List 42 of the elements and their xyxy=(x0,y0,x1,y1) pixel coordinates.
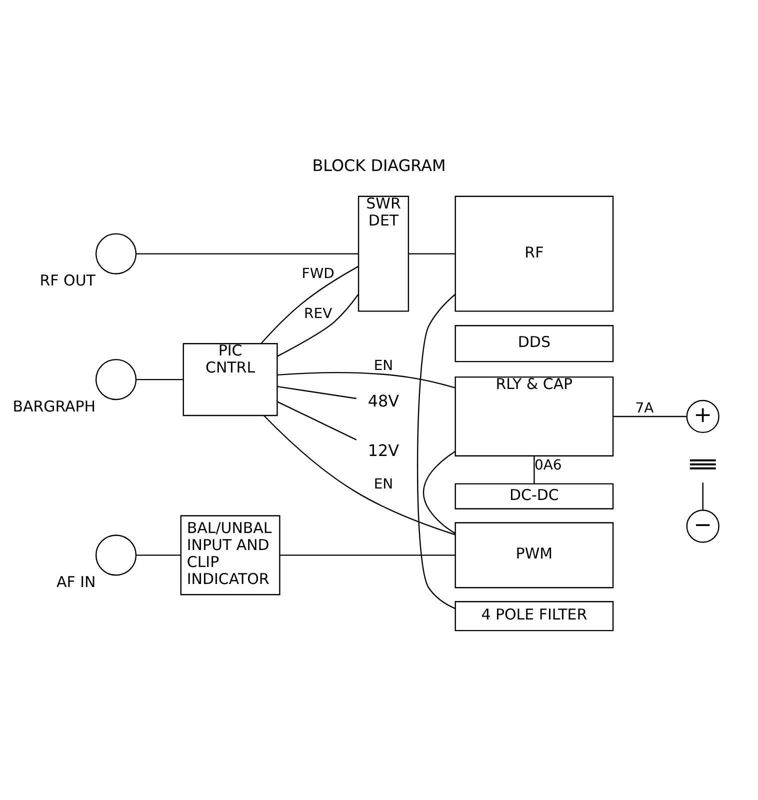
connector xyxy=(280,554,456,556)
connector xyxy=(136,554,181,556)
connector xyxy=(264,414,456,535)
node-circle: + xyxy=(686,399,720,433)
edge-label: EN xyxy=(374,476,394,492)
node-box: 4 POLE FILTER xyxy=(454,600,614,631)
connector xyxy=(702,482,704,510)
node-label: RF OUT xyxy=(40,271,96,290)
node-label: AF IN xyxy=(56,572,96,591)
edge-label: REV xyxy=(304,305,332,322)
connector xyxy=(277,385,356,399)
connector xyxy=(276,293,359,356)
node-text: 12V xyxy=(368,440,400,460)
connector xyxy=(408,252,456,254)
node-circle: − xyxy=(686,509,720,542)
connector xyxy=(136,252,358,254)
node-box: RLY & CAP xyxy=(454,376,614,456)
edge-label: EN xyxy=(374,357,394,374)
node-circle xyxy=(95,358,137,400)
edge-label: 0A6 xyxy=(534,457,562,474)
node-box: SWR DET xyxy=(358,195,410,312)
node-box: BAL/UNBAL INPUT AND CLIP INDICATOR xyxy=(180,514,280,595)
connector xyxy=(613,415,687,417)
node-box: RF xyxy=(454,195,614,312)
connector xyxy=(416,293,456,609)
node-box: PWM xyxy=(454,522,614,588)
node-box: DDS xyxy=(454,324,614,362)
connector xyxy=(534,456,535,484)
edge-label: FWD xyxy=(302,265,334,282)
connector xyxy=(422,450,456,534)
node-box: DC-DC xyxy=(454,482,614,509)
connector xyxy=(260,265,359,344)
node-label: BARGRAPH xyxy=(12,396,96,415)
node-text: 48V xyxy=(368,390,400,410)
node-circle xyxy=(95,534,137,576)
node-box: PIC CNTRL xyxy=(182,342,278,416)
diagram-title: BLOCK DIAGRAM xyxy=(312,155,446,174)
connector xyxy=(277,400,357,440)
node-circle xyxy=(95,232,137,274)
connector xyxy=(277,372,456,388)
edge-label: 7A xyxy=(635,400,654,416)
connector xyxy=(136,378,183,380)
